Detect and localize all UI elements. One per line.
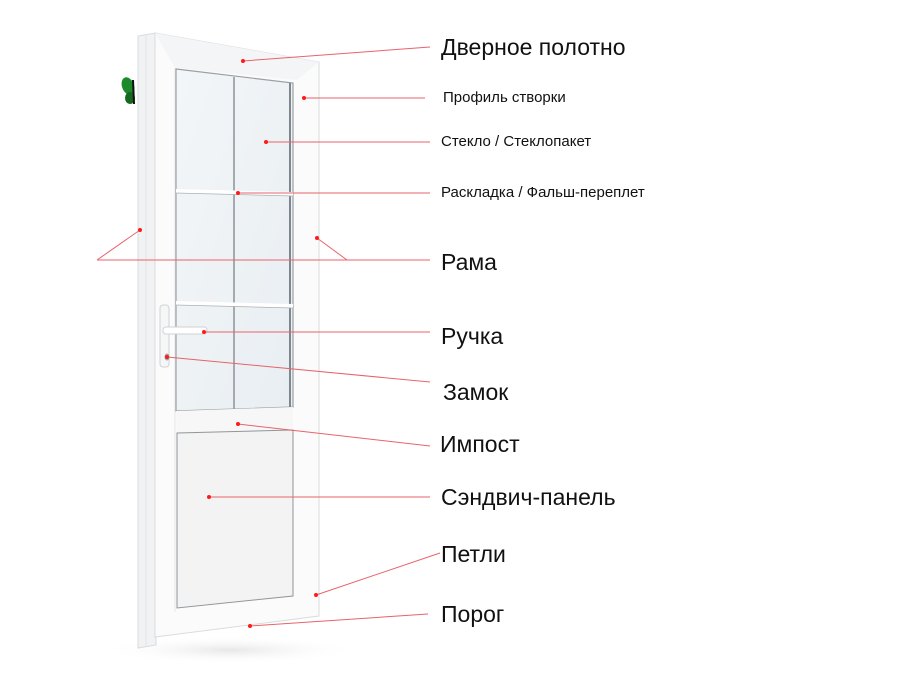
label-door-leaf: Дверное полотно xyxy=(441,34,626,60)
leader-dots xyxy=(138,59,319,628)
label-sandwich-panel: Сэндвич-панель xyxy=(441,484,616,510)
muntin-shadow-1 xyxy=(175,192,294,197)
transom xyxy=(176,407,293,433)
label-threshold: Порог xyxy=(441,601,505,627)
muntin-horizontal-2 xyxy=(175,301,294,308)
muntin-shadow-2 xyxy=(175,304,294,309)
label-handle: Ручка xyxy=(441,323,504,349)
label-frame: Рама xyxy=(441,249,497,275)
label-lock: Замок xyxy=(443,379,509,405)
sandwich-panel xyxy=(176,429,294,609)
label-muntin: Раскладка / Фальш-переплет xyxy=(441,184,645,201)
label-sash-profile: Профиль створки xyxy=(443,89,566,106)
label-transom: Импост xyxy=(440,431,520,457)
floor-shadow xyxy=(100,636,360,664)
door-frame xyxy=(137,32,157,649)
handle-lever xyxy=(162,326,208,335)
sash-top-bevel xyxy=(155,33,319,80)
butterfly-icon xyxy=(121,77,135,105)
handle-plate xyxy=(159,304,170,368)
label-hinges: Петли xyxy=(441,541,506,567)
leader-lines xyxy=(96,46,441,627)
label-glass: Стекло / Стеклопакет xyxy=(441,133,592,150)
